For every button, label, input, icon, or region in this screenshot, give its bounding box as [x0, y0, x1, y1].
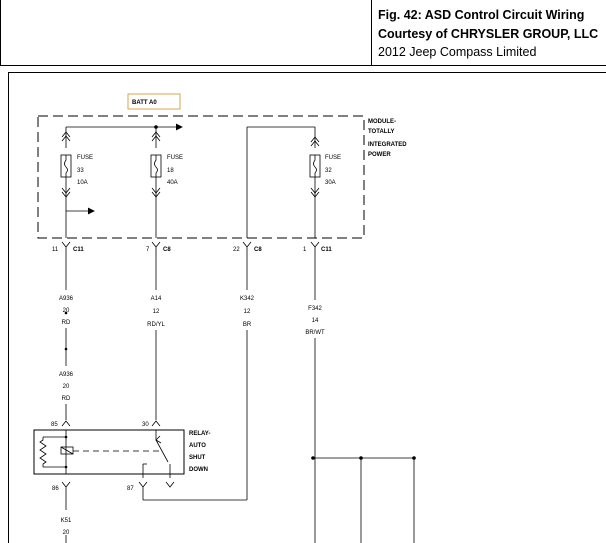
- vehicle-model: 2012 Jeep Compass Limited: [378, 45, 537, 59]
- header-blank-cell: [0, 0, 372, 65]
- wire4-circuit: F342: [308, 306, 322, 312]
- relay-label-3: SHUT: [189, 455, 206, 461]
- wire3-color: BR: [243, 322, 252, 328]
- relay-label-2: AUTO: [189, 443, 206, 449]
- wire3-gauge: 12: [244, 309, 251, 315]
- wire5-color: RD: [62, 396, 71, 402]
- conn1-name: C11: [73, 247, 84, 253]
- header-title-cell: Fig. 42: ASD Control Circuit Wiring Cour…: [373, 0, 606, 65]
- figure-title: Fig. 42: ASD Control Circuit Wiring: [378, 8, 585, 22]
- fuse32-rating: 30A: [325, 180, 336, 186]
- relay-pin-86: 86: [52, 486, 59, 492]
- figure-courtesy: Courtesy of CHRYSLER GROUP, LLC: [378, 27, 599, 41]
- module-label-1: MODULE-: [368, 119, 396, 125]
- fuse33-rating: 10A: [77, 180, 88, 186]
- conn2-name: C8: [163, 247, 171, 253]
- fuse18-label: FUSE: [167, 155, 183, 161]
- conn3-name: C8: [254, 247, 262, 253]
- fuse18-rating: 40A: [167, 180, 178, 186]
- relay-pin-87: 87: [127, 486, 134, 492]
- relay-label-4: DOWN: [189, 467, 208, 473]
- wire2-circuit: A14: [151, 296, 162, 302]
- module-label-3: INTEGRATED: [368, 142, 407, 148]
- diagram-frame: [8, 72, 606, 543]
- relay-pin-85: 85: [51, 422, 58, 428]
- fuse18-number: 18: [167, 168, 174, 174]
- module-label-2: TOTALLY: [368, 129, 395, 135]
- fuse33-label: FUSE: [77, 155, 93, 161]
- batt-label-box: [127, 93, 181, 110]
- fuse32-label: FUSE: [325, 155, 341, 161]
- wire1-circuit: A936: [59, 296, 74, 302]
- wire1-color: RD: [62, 320, 71, 326]
- conn2-pin: 7: [146, 247, 150, 253]
- wire1-gauge: 20: [63, 308, 70, 314]
- wire3-circuit: K342: [240, 296, 255, 302]
- wire4-color: BR/WT: [305, 330, 325, 336]
- asd-relay-box: [33, 429, 185, 475]
- wire4-gauge: 14: [312, 318, 319, 324]
- fuse32-number: 32: [325, 168, 332, 174]
- relay-label-1: RELAY-: [189, 431, 210, 437]
- relay-pin-30: 30: [142, 422, 149, 428]
- wire2-gauge: 12: [153, 309, 160, 315]
- conn4-name: C11: [321, 247, 332, 253]
- conn4-pin: 1: [303, 247, 307, 253]
- wire2-color: RD/YL: [147, 322, 165, 328]
- wire5-gauge: 20: [63, 384, 70, 390]
- module-label-4: POWER: [368, 152, 391, 158]
- wire6-gauge: 20: [63, 530, 70, 536]
- batt-label: BATT A0: [132, 100, 157, 106]
- conn3-pin: 22: [233, 247, 240, 253]
- wire6-circuit: K51: [61, 518, 72, 524]
- fuse33-number: 33: [77, 168, 84, 174]
- wire5-circuit: A936: [59, 372, 74, 378]
- tipm-module-boundary: [37, 115, 365, 239]
- figure-header: Fig. 42: ASD Control Circuit Wiring Cour…: [0, 0, 606, 66]
- conn1-pin: 11: [52, 247, 59, 253]
